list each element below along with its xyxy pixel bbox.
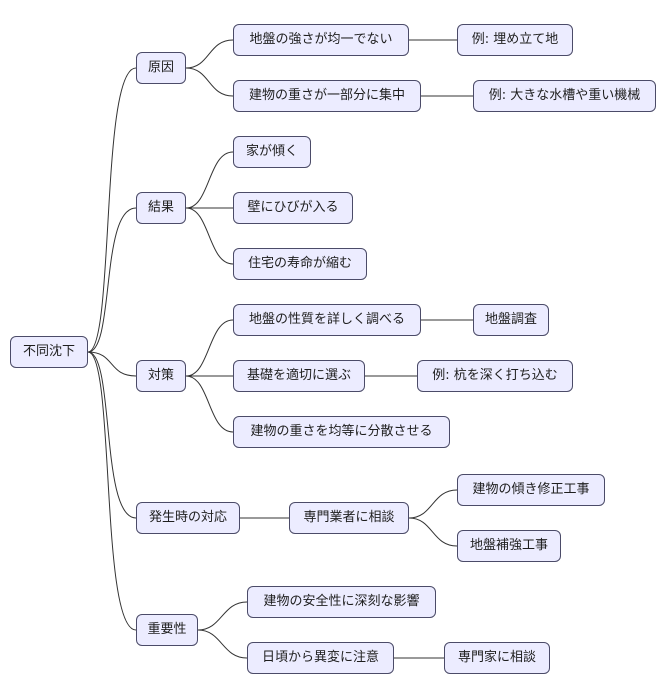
edge-root-result (87, 207, 137, 353)
edge-cause-1 (185, 39, 234, 69)
node-importance-consult-expert: 専門家に相談 (444, 642, 550, 674)
node-cause: 原因 (136, 52, 186, 84)
edge-result-1 (185, 151, 234, 209)
node-result: 結果 (136, 192, 186, 224)
node-cause-concentrated-load-example: 例: 大きな水槽や重い機械 (473, 80, 656, 112)
edge-root-importance (87, 351, 137, 631)
node-result-tilt: 家が傾く (233, 136, 311, 168)
node-cause-uneven-ground: 地盤の強さが均一でない (233, 24, 409, 56)
node-measure-foundation: 基礎を適切に選ぶ (233, 360, 365, 392)
edge-result-3 (185, 207, 234, 265)
node-importance-watch: 日頃から異変に注意 (247, 642, 394, 674)
node-measure-foundation-example: 例: 杭を深く打ち込む (417, 360, 573, 392)
node-response-consult: 専門業者に相談 (289, 502, 409, 534)
edge-root-cause (87, 67, 137, 353)
node-root: 不同沈下 (10, 336, 88, 368)
node-result-shorter-life: 住宅の寿命が縮む (233, 248, 367, 280)
node-response: 発生時の対応 (136, 502, 240, 534)
node-measure-distribute: 建物の重さを均等に分散させる (233, 416, 450, 448)
edge-measure-1 (185, 319, 234, 377)
edge-importance-1 (197, 601, 248, 631)
edge-response-1-b (408, 517, 458, 547)
node-cause-uneven-ground-example: 例: 埋め立て地 (457, 24, 573, 56)
node-response-ground-reinforce: 地盤補強工事 (457, 530, 561, 562)
edge-response-1-a (408, 489, 458, 519)
node-result-cracks: 壁にひびが入る (233, 192, 353, 224)
edge-root-response (87, 351, 137, 519)
node-cause-concentrated-load: 建物の重さが一部分に集中 (233, 80, 421, 112)
edge-measure-3 (185, 375, 234, 433)
edge-root-measure (87, 351, 137, 377)
edge-importance-2 (197, 629, 248, 659)
node-measure: 対策 (136, 360, 186, 392)
node-importance-safety: 建物の安全性に深刻な影響 (247, 586, 436, 618)
node-measure-investigate: 地盤の性質を詳しく調べる (233, 304, 421, 336)
node-measure-ground-survey: 地盤調査 (473, 304, 549, 336)
node-response-tilt-repair: 建物の傾き修正工事 (457, 474, 605, 506)
edge-cause-2 (185, 67, 234, 97)
node-importance: 重要性 (136, 614, 198, 646)
